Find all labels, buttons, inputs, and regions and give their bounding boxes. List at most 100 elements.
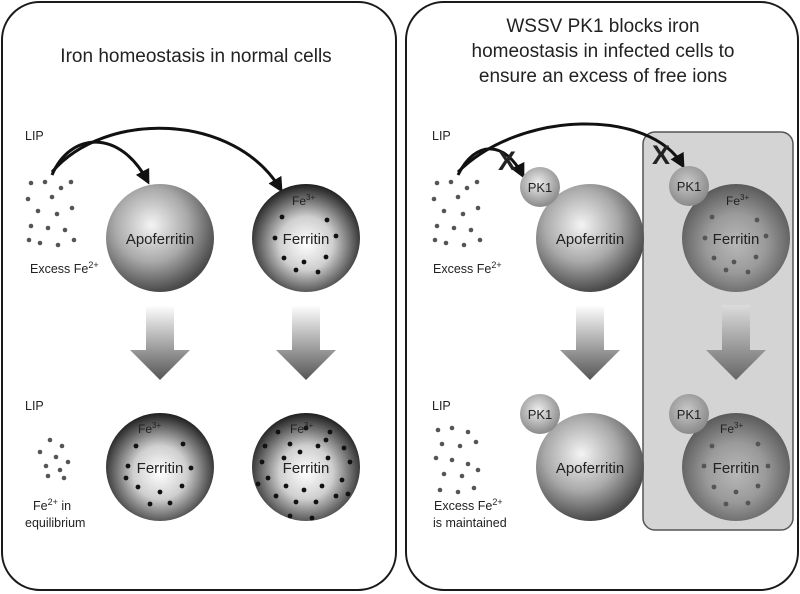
iron-dot <box>133 443 139 449</box>
right-panel-title-line3: ensure an excess of free ions <box>479 66 727 87</box>
ferritin-sphere-left-bottom-a <box>106 413 214 521</box>
ferritin-sphere-left-bottom-b <box>252 413 360 521</box>
block-x-mark-b: X <box>652 140 670 170</box>
free-iron-dots-bottom-left <box>37 437 71 481</box>
ferritin-iron-dots-left-bottom-a <box>123 441 194 507</box>
fe-equilibrium-label-line2: equilibrium <box>25 516 85 530</box>
iron-dot <box>293 499 299 505</box>
iron-dot <box>123 475 129 481</box>
iron-dot <box>301 487 307 493</box>
iron-dot <box>259 459 265 465</box>
iron-dot <box>37 240 43 246</box>
iron-dot <box>262 443 268 449</box>
iron-dot <box>157 489 163 495</box>
fe3-label-left-top: Fe3+ <box>292 193 315 208</box>
apoferritin-label-right-bottom: Apoferritin <box>556 460 624 477</box>
iron-dot <box>451 225 457 231</box>
iron-dot <box>45 225 51 231</box>
iron-dot <box>37 449 43 455</box>
iron-dot <box>733 489 739 495</box>
iron-dot <box>315 443 321 449</box>
lip-label-bottom-left: LIP <box>25 399 44 413</box>
iron-dot <box>333 233 339 239</box>
fe3-label-left-bottom-a: Fe3+ <box>138 421 161 436</box>
free-iron-dots-bottom-right <box>433 425 481 495</box>
iron-dot <box>465 429 471 435</box>
iron-dot <box>313 499 319 505</box>
iron-dot <box>319 483 325 489</box>
iron-dot <box>43 463 49 469</box>
iron-dot <box>65 459 71 465</box>
iron-dot <box>345 491 351 497</box>
iron-dot <box>25 196 31 202</box>
ferritin-sphere-right-top <box>682 184 790 292</box>
iron-dot <box>711 484 717 490</box>
pk1-label-right-top-a: PK1 <box>528 180 553 195</box>
iron-dot <box>281 255 287 261</box>
iron-dot <box>765 463 771 469</box>
iron-dot <box>468 227 474 233</box>
arrow-lip-to-ferritin <box>50 126 283 193</box>
iron-dot <box>47 437 53 443</box>
iron-dot <box>279 214 285 220</box>
excess-maintained-label-line2: is maintained <box>433 516 507 530</box>
iron-dot <box>324 217 330 223</box>
iron-dot <box>28 180 34 186</box>
iron-dot <box>439 441 445 447</box>
iron-dot <box>763 233 769 239</box>
fe3-label-left-bottom-b: Fe3+ <box>290 421 313 436</box>
iron-dot <box>35 208 41 214</box>
iron-dot <box>179 483 185 489</box>
iron-dot <box>441 471 447 477</box>
excess-fe-label-left: Excess Fe2+ <box>30 260 99 276</box>
apoferritin-sphere-right-bottom <box>536 413 644 521</box>
iron-dot <box>58 185 64 191</box>
iron-dot <box>709 443 715 449</box>
pk1-label-right-top-b: PK1 <box>677 179 702 194</box>
iron-dot <box>53 454 59 460</box>
ferritin-iron-dots-right-bottom <box>701 441 771 507</box>
iron-dot <box>57 467 63 473</box>
iron-dot <box>272 235 278 241</box>
iron-dot <box>59 443 65 449</box>
excess-fe-label-right: Excess Fe2+ <box>433 260 502 276</box>
iron-dot <box>471 485 477 491</box>
transition-arrow-right-a <box>560 305 620 380</box>
iron-dot <box>323 254 329 260</box>
iron-dot <box>281 455 287 461</box>
iron-dot <box>473 439 479 445</box>
ferritin-iron-dots-left-top <box>272 214 339 275</box>
transition-arrow-right-b <box>706 305 766 380</box>
iron-dot <box>475 205 481 211</box>
iron-dot <box>460 211 466 217</box>
iron-dot <box>437 487 443 493</box>
fe3-label-right-bottom: Fe3+ <box>720 421 743 436</box>
ferritin-sphere-right-bottom <box>682 413 790 521</box>
ferritin-label-right-top: Ferritin <box>713 231 760 248</box>
arrow-lip-to-apoferritin <box>50 140 150 185</box>
iron-dot <box>28 223 34 229</box>
iron-dot <box>147 501 153 507</box>
iron-dot <box>327 429 333 435</box>
iron-dot <box>273 493 279 499</box>
iron-dot <box>455 194 461 200</box>
iron-dot <box>62 227 68 233</box>
iron-dot <box>303 425 309 431</box>
fe3-label-right-top: Fe3+ <box>726 193 749 208</box>
ferritin-label-left-top: Ferritin <box>283 231 330 248</box>
left-panel-title: Iron homeostasis in normal cells <box>60 46 331 67</box>
iron-dot <box>54 211 60 217</box>
iron-dot <box>434 223 440 229</box>
iron-dot <box>315 269 321 275</box>
iron-dot <box>435 427 441 433</box>
iron-dot <box>432 237 438 243</box>
iron-dot <box>287 513 293 519</box>
iron-dot <box>475 467 481 473</box>
iron-dot <box>55 242 61 248</box>
iron-dot <box>49 194 55 200</box>
iron-dot <box>293 267 299 273</box>
iron-dot <box>455 489 461 495</box>
iron-dot <box>265 475 271 481</box>
iron-dot <box>42 179 48 185</box>
